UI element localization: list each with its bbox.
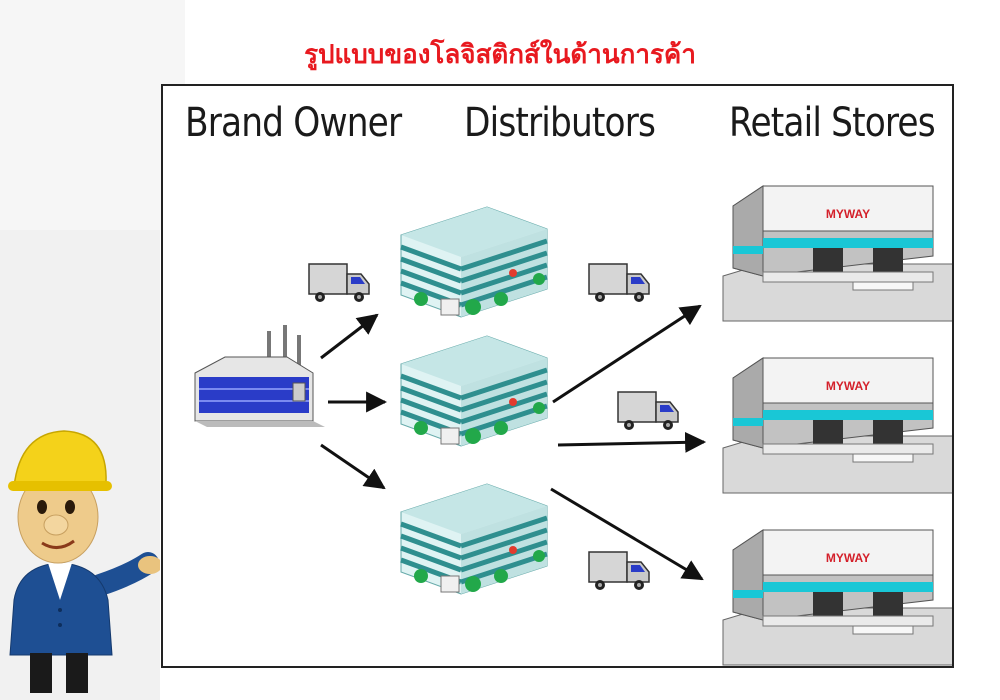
column-heading-brand-owner: Brand Owner: [185, 100, 402, 146]
arrow-distributor-to-store-2: [557, 431, 707, 453]
worker-illustration: [8, 430, 160, 693]
column-heading-retail-stores: Retail Stores: [729, 100, 936, 146]
column-heading-distributors: Distributors: [464, 100, 656, 146]
retail-store-2: MYWAY: [722, 357, 952, 494]
background-shape-top: [0, 0, 185, 230]
factory-icon: [194, 325, 325, 427]
truck-icon-4: [588, 551, 650, 591]
arrow-distributor-to-store-3: [550, 487, 704, 581]
retail-store-1: MYWAY: [722, 185, 952, 322]
supply-chain-diagram: MYWAY MYWAY MYWAY: [194, 185, 952, 666]
store-sign-1: MYWAY: [826, 207, 870, 221]
store-sign-2: MYWAY: [826, 379, 870, 393]
distributor-building-1: [401, 207, 547, 317]
retail-store-3: MYWAY: [722, 529, 952, 666]
page-title: รูปแบบของโลจิสติกส์ในด้านการค้า: [304, 40, 696, 70]
distributor-building-3: [401, 484, 547, 594]
diagram-panel: Brand Owner Distributors Retail Stores: [161, 84, 954, 668]
distributor-building-2: [401, 336, 547, 446]
arrow-distributor-to-store-1: [552, 304, 702, 404]
arrow-factory-to-distributor-1: [320, 313, 379, 360]
truck-icon-2: [588, 263, 650, 303]
store-sign-3: MYWAY: [826, 551, 870, 565]
arrow-factory-to-distributor-3: [320, 443, 386, 490]
truck-icon-1: [308, 263, 370, 303]
truck-icon-3: [617, 391, 679, 431]
